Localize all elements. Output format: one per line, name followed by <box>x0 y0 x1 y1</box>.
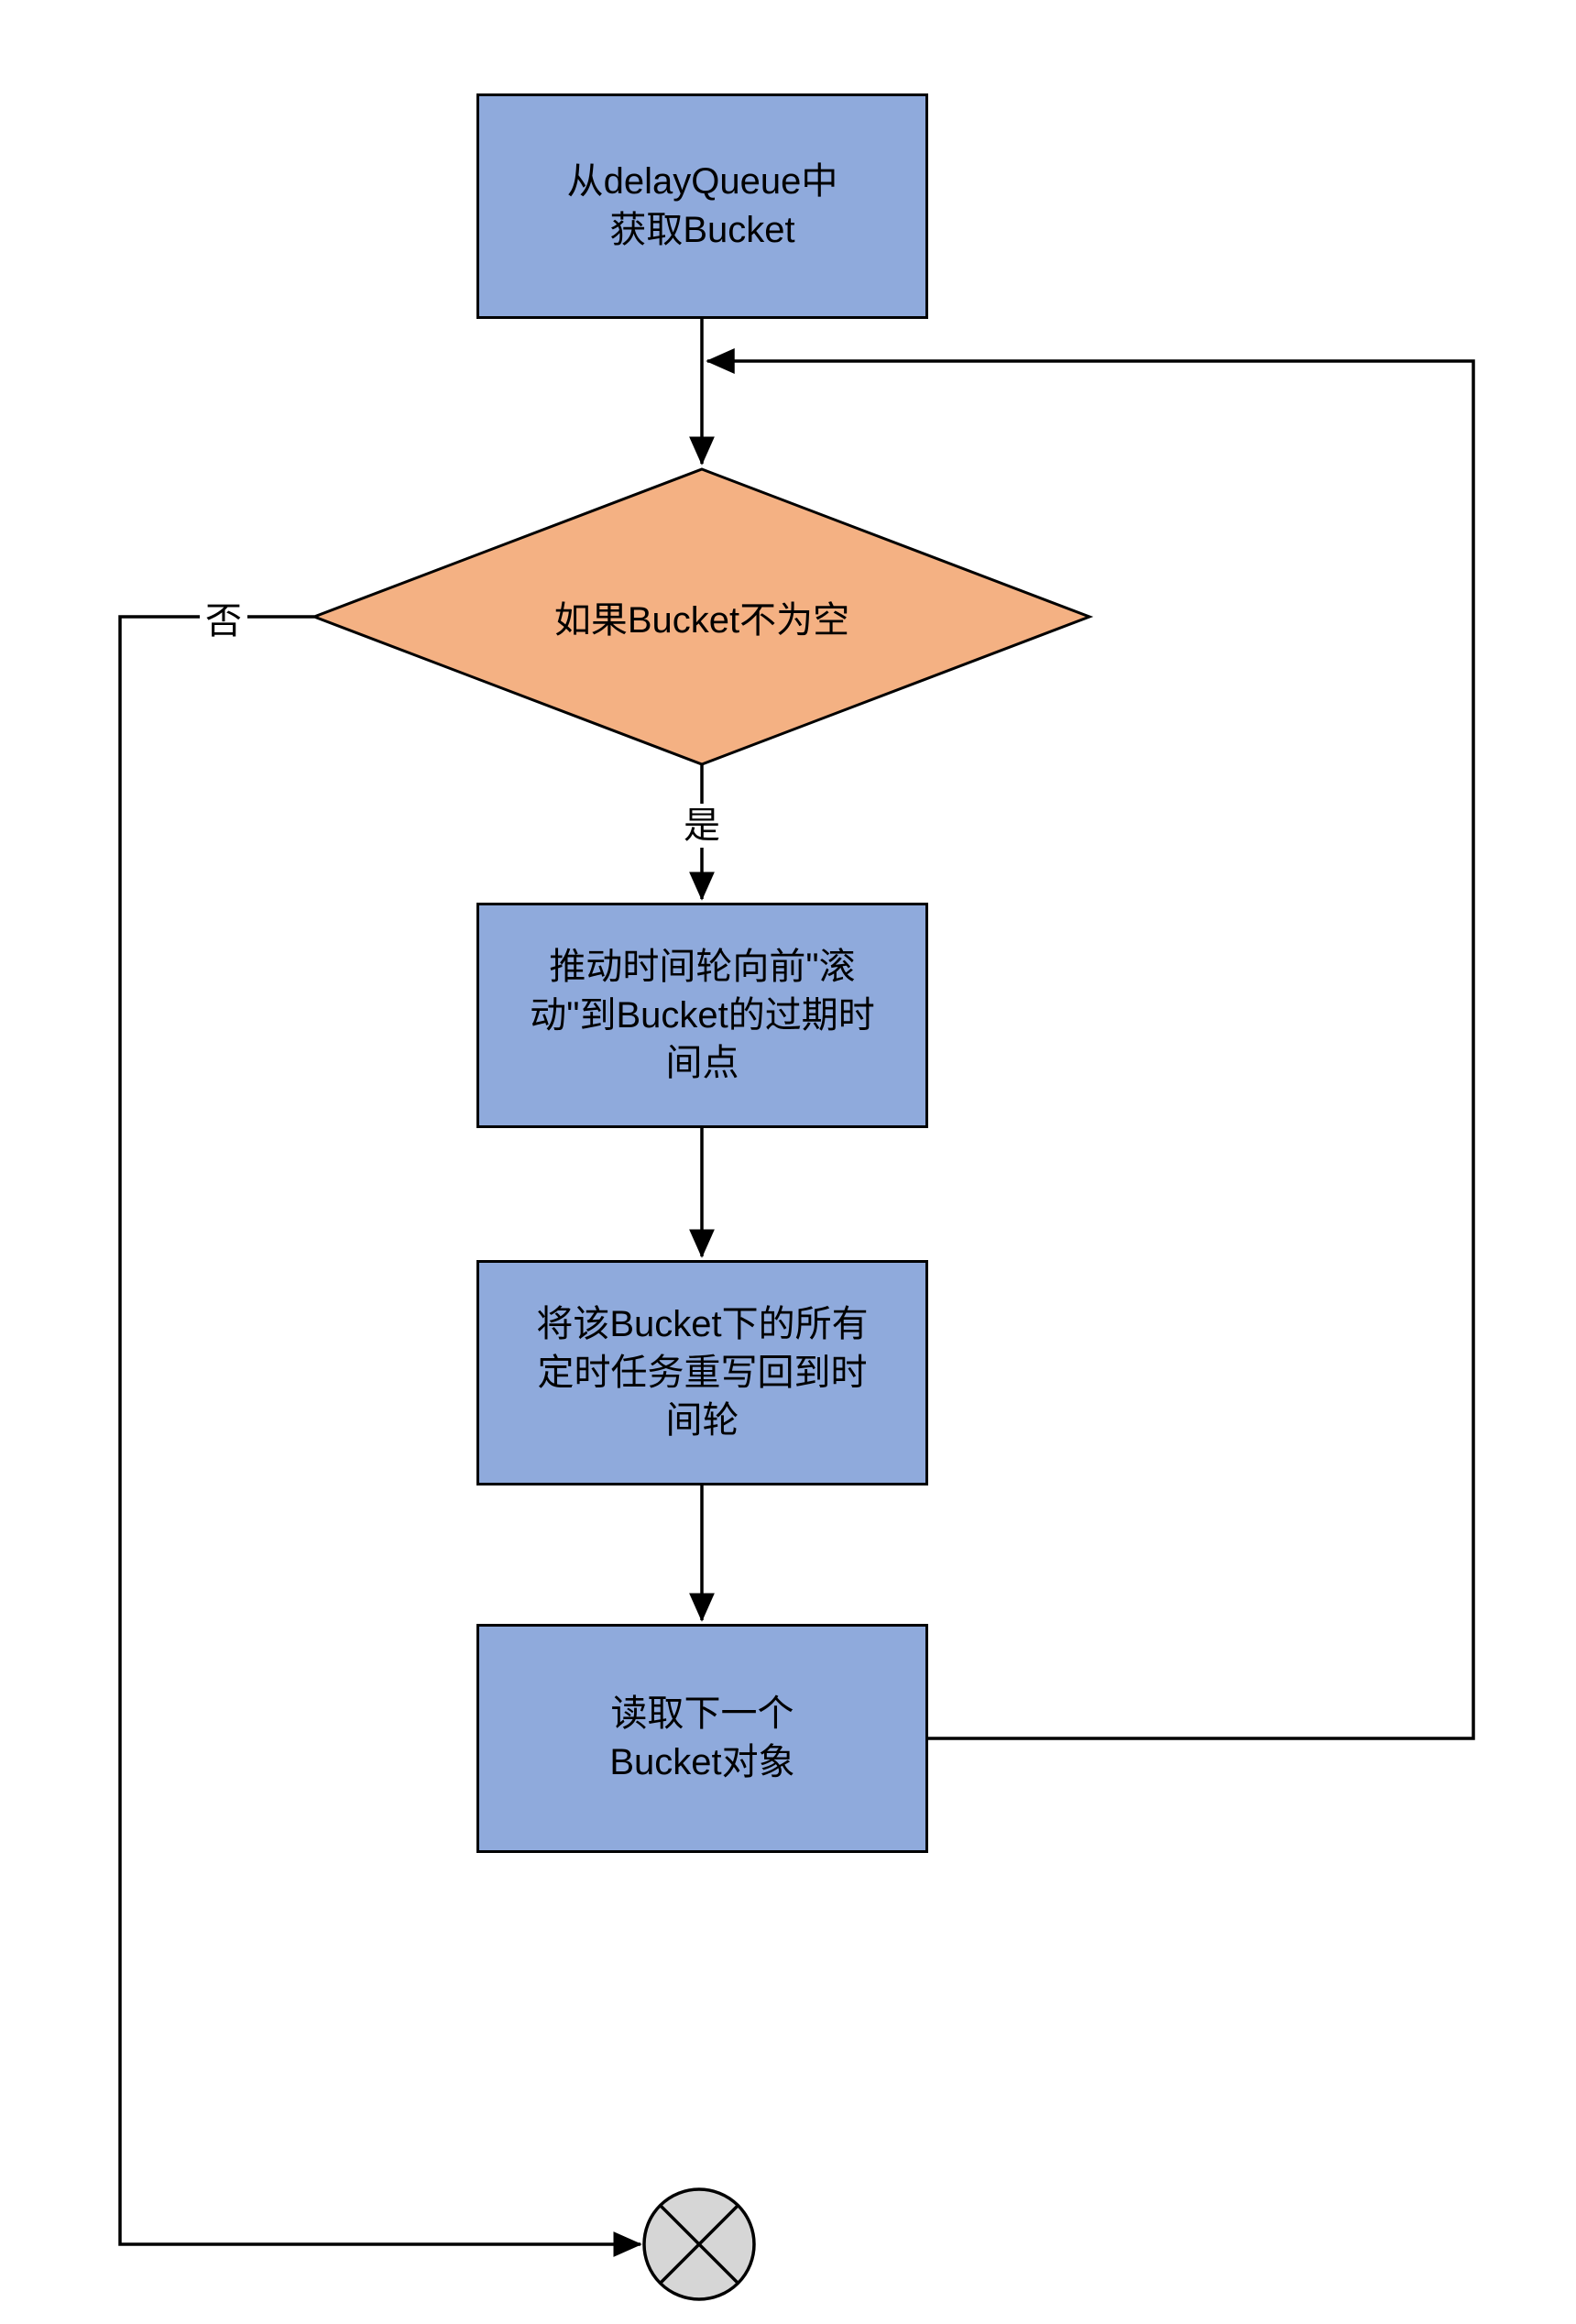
node-end-terminator <box>642 2187 756 2301</box>
end-cross-icon <box>659 2204 739 2285</box>
node-advance-wheel: 推动时间轮向前"滚 动"到Bucket的过期时 间点 <box>476 903 928 1128</box>
node-read-next-bucket: 读取下一个 Bucket对象 <box>476 1624 928 1853</box>
node-decision-bucket-not-empty: 如果Bucket不为空 <box>381 571 1023 663</box>
decision-diamond-shape <box>310 467 1094 766</box>
node-rewrite-tasks: 将该Bucket下的所有 定时任务重写回到时 间轮 <box>476 1260 928 1485</box>
node-rewrite-tasks-label: 将该Bucket下的所有 定时任务重写回到时 间轮 <box>536 1303 869 1442</box>
edge-label-no: 否 <box>200 599 247 643</box>
decision-label: 如果Bucket不为空 <box>553 600 850 641</box>
node-get-bucket-label: 从delayQueue中 获取Bucket <box>566 161 838 250</box>
edge-label-yes: 是 <box>678 804 726 848</box>
node-advance-wheel-label: 推动时间轮向前"滚 动"到Bucket的过期时 间点 <box>530 946 875 1084</box>
node-get-bucket: 从delayQueue中 获取Bucket <box>476 93 928 319</box>
node-read-next-bucket-label: 读取下一个 Bucket对象 <box>609 1694 795 1782</box>
connector-read-next-loopback <box>706 348 1475 1740</box>
